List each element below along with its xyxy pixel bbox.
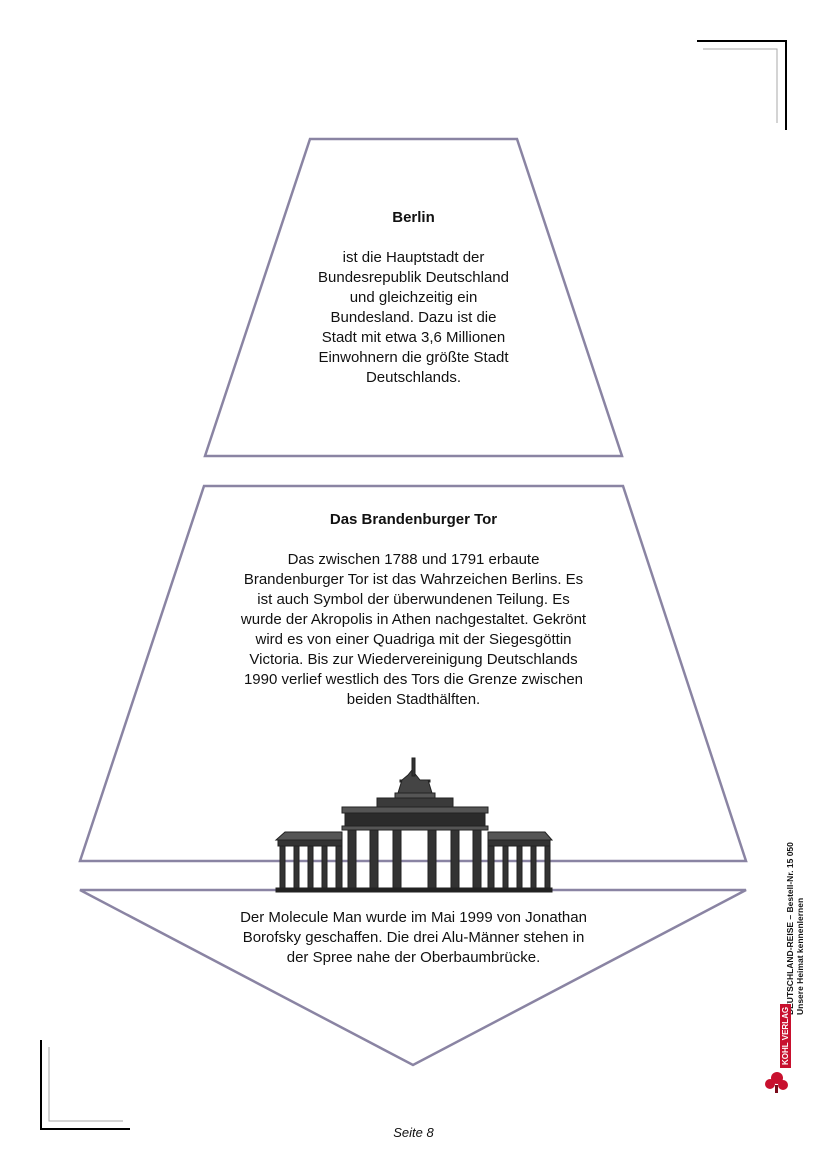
section-text-line: Stadt mit etwa 3,6 Millionen [321, 329, 506, 346]
section-text-line: Einwohnern die größte Stadt [318, 349, 509, 366]
section-text-line: wird es von einer Quadriga mit der Siege… [255, 631, 572, 648]
section-text-line: Borofsky geschaffen. Die drei Alu-Männer… [242, 929, 585, 946]
section-title: Das Brandenburger Tor [329, 511, 498, 528]
trapezoid-brandenburger-tor [78, 484, 748, 863]
section-text-line: Deutschlands. [365, 369, 462, 386]
section-text-line: Das zwischen 1788 und 1791 erbaute [287, 551, 540, 568]
section-text-line: Der Molecule Man wurde im Mai 1999 von J… [240, 909, 587, 926]
kohl-verlag-logo-icon [765, 1072, 788, 1093]
section-text-line: Bundesrepublik Deutschland [318, 269, 509, 286]
section-text-line: Brandenburger Tor ist das Wahrzeichen Be… [243, 571, 584, 588]
corner-mark-bottom-left [40, 1040, 130, 1130]
section-text-line: und gleichzeitig ein [349, 289, 478, 306]
section-text-line: ist auch Symbol der überwundenen Teilung… [257, 591, 570, 608]
section-brandenburger-tor: Das Brandenburger Tor Das zwischen 1788 … [190, 510, 637, 710]
section-text-line: Bundesland. Dazu ist die [330, 309, 497, 326]
sidebar-line-title: DEUTSCHLAND-REISE – Bestell-Nr. 15 050 [785, 842, 795, 1015]
section-title: Berlin [392, 209, 435, 226]
publisher-name: KOHL VERLAG [780, 1003, 791, 1068]
brandenburg-gate-illustration [274, 757, 554, 893]
section-text-line: beiden Stadthälften. [346, 691, 481, 708]
section-text-line: 1990 verlief westlich des Tors die Grenz… [243, 671, 584, 688]
section-text-line: der Spree nahe der Oberbaumbrücke. [286, 949, 541, 966]
corner-mark-top-right [697, 40, 787, 130]
sidebar-line-subtitle: Unsere Heimat kennenlernen [795, 897, 805, 1015]
section-text-line: ist die Hauptstadt der [342, 249, 485, 266]
section-molecule-man: Der Molecule Man wurde im Mai 1999 von J… [183, 908, 644, 968]
page-number: Seite 8 [393, 1125, 434, 1140]
section-berlin: Berlin ist die Hauptstadt der Bundesrepu… [270, 208, 557, 388]
sidebar-publication-info: DEUTSCHLAND-REISE – Bestell-Nr. 15 050 U… [785, 755, 805, 1015]
section-text-line: Victoria. Bis zur Wiedervereinigung Deut… [249, 651, 578, 668]
section-text-line: wurde der Akropolis in Athen nachgestalt… [240, 611, 587, 628]
trapezoid-berlin [203, 137, 624, 458]
